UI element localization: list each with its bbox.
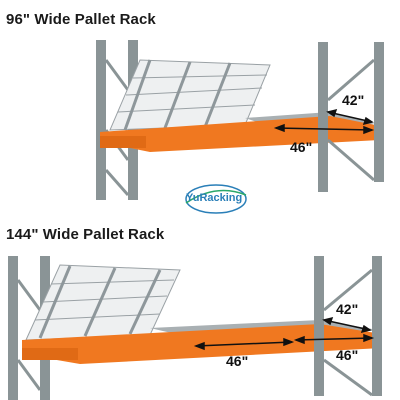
tilted-wire-deck [109, 59, 271, 131]
bottom-rack-illustration: 42" 46" 46" [8, 256, 382, 400]
top-rack-illustration: 42" 46" [96, 40, 384, 200]
top-deck-width-label: 46" [290, 139, 312, 155]
right-upright [318, 42, 384, 192]
bottom-depth-label: 42" [336, 301, 358, 317]
deck-width-dimension-left [193, 337, 295, 351]
bottom-deck-width-label-right: 46" [336, 347, 358, 363]
tilted-wire-deck [25, 264, 181, 341]
right-upright [314, 256, 382, 397]
bottom-rack-title: 144" Wide Pallet Rack [6, 226, 165, 243]
top-depth-label: 42" [342, 92, 364, 108]
bottom-deck-width-label-left: 46" [226, 353, 248, 369]
depth-dimension [326, 108, 374, 126]
beams [100, 116, 380, 152]
deck-width-dimension [273, 123, 375, 135]
top-rack-title: 96" Wide Pallet Rack [6, 11, 156, 28]
yuracking-logo: YuRacking [176, 178, 256, 218]
depth-dimension [322, 316, 372, 334]
deck-width-dimension-right [293, 333, 375, 345]
logo-text: YuRacking [186, 192, 243, 204]
bottom-rack-section: 144" Wide Pallet Rack [0, 220, 400, 400]
top-rack-section: 96" Wide Pallet Rack [6, 11, 384, 200]
